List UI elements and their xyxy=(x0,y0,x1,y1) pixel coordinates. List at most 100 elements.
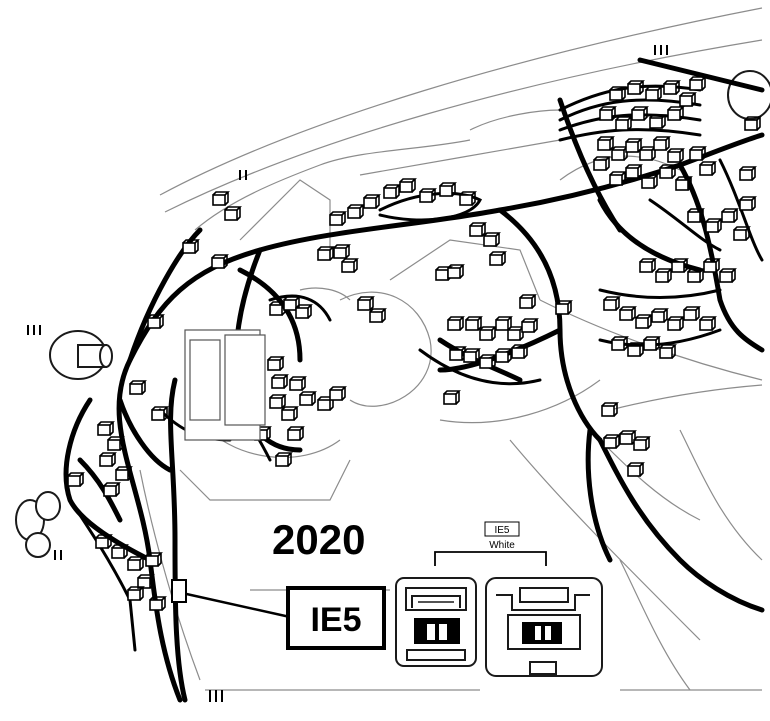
harness-connector-block xyxy=(111,547,125,559)
harness-connector-block xyxy=(649,117,663,129)
harness-connector-block xyxy=(611,339,625,351)
harness-connector-block xyxy=(721,211,735,223)
harness-connector-block xyxy=(129,383,143,395)
harness-connector-block xyxy=(699,164,713,176)
harness-connector-block xyxy=(651,311,665,323)
harness-connector-block xyxy=(211,257,225,269)
harness-connector-edge xyxy=(699,316,717,331)
harness-connector-block xyxy=(655,271,669,283)
harness-connector-edge xyxy=(733,226,751,241)
harness-connector-block xyxy=(645,89,659,101)
harness-connector-block xyxy=(317,249,331,261)
harness-connector-edge xyxy=(521,318,539,333)
harness-connector-block xyxy=(667,319,681,331)
connector-color: White xyxy=(489,540,515,551)
harness-connector-block xyxy=(659,167,673,179)
harness-connector-edge xyxy=(347,204,365,219)
harness-connector-edge xyxy=(631,106,649,121)
harness-connector-block xyxy=(329,389,343,401)
harness-connector-block xyxy=(705,221,719,233)
harness-connector-edge xyxy=(651,308,669,323)
harness-connector-edge xyxy=(127,556,145,571)
harness-connector-block xyxy=(511,347,525,359)
harness-connector-edge xyxy=(182,239,200,254)
harness-connector-edge xyxy=(271,374,289,389)
harness-connector-edge xyxy=(603,434,621,449)
connector-tag-code: IE5 xyxy=(494,525,509,536)
harness-connector-edge xyxy=(639,258,657,273)
harness-connector-block xyxy=(347,207,361,219)
harness-connector-block xyxy=(689,149,703,161)
harness-connector-edge xyxy=(649,114,667,129)
harness-connector-edge xyxy=(289,376,307,391)
harness-connector-edge xyxy=(593,156,611,171)
harness-connector-edge xyxy=(609,86,627,101)
harness-connector-block xyxy=(619,433,633,445)
harness-connector-edge xyxy=(667,148,685,163)
harness-connector-edge xyxy=(443,390,461,405)
harness-connector-block xyxy=(719,271,733,283)
harness-connector-edge xyxy=(603,296,621,311)
harness-connector-block xyxy=(593,159,607,171)
harness-connector-block xyxy=(469,225,483,237)
harness-connector-block xyxy=(107,439,121,451)
harness-connector-block xyxy=(67,475,81,487)
harness-connector-block xyxy=(699,319,713,331)
harness-connector-block xyxy=(619,309,633,321)
harness-connector-edge xyxy=(329,386,347,401)
harness-connector-edge xyxy=(645,86,663,101)
harness-connector-edge xyxy=(295,304,313,319)
harness-connector-block xyxy=(555,303,569,315)
harness-connector-block xyxy=(703,261,717,273)
harness-connector-block xyxy=(357,299,371,311)
harness-connector-block xyxy=(419,191,433,203)
harness-connector-block xyxy=(271,377,285,389)
harness-connector-block xyxy=(267,359,281,371)
left-junction-block xyxy=(184,329,266,441)
harness-connector-block xyxy=(627,465,641,477)
harness-connector-edge xyxy=(99,452,117,467)
harness-connector-block xyxy=(639,149,653,161)
harness-connector-block xyxy=(317,399,331,411)
harness-connector-block xyxy=(182,242,196,254)
harness-connector-block xyxy=(601,405,615,417)
connector-tag: IE5 White xyxy=(434,521,547,566)
harness-connector-block xyxy=(269,304,283,316)
harness-connector-edge xyxy=(269,394,287,409)
harness-connector-block xyxy=(744,119,758,131)
harness-connector-edge xyxy=(519,294,537,309)
harness-connector-edge xyxy=(103,482,121,497)
harness-connector-edge xyxy=(659,164,677,179)
harness-connector-edge xyxy=(739,196,757,211)
harness-connector-edge xyxy=(744,116,762,131)
harness-connector-edge xyxy=(317,246,335,261)
harness-connector-edge xyxy=(599,106,617,121)
harness-connector-block xyxy=(667,109,681,121)
harness-connector-block xyxy=(611,149,625,161)
harness-connector-block xyxy=(283,299,297,311)
harness-connector-edge xyxy=(115,466,133,481)
harness-connector-block xyxy=(449,349,463,361)
harness-connector-block xyxy=(683,309,697,321)
harness-connector-block xyxy=(299,394,313,406)
harness-connector-edge xyxy=(703,258,721,273)
harness-connector-block xyxy=(97,424,111,436)
harness-connector-block xyxy=(733,229,747,241)
harness-connector-edge xyxy=(671,258,689,273)
harness-connector-edge xyxy=(399,178,417,193)
harness-connector-edge xyxy=(469,222,487,237)
harness-connector-edge xyxy=(111,544,129,559)
harness-connector-edge xyxy=(224,206,242,221)
harness-connector-edge xyxy=(267,356,285,371)
harness-connector-edge xyxy=(495,348,513,363)
harness-connector-edge xyxy=(739,166,757,181)
harness-connector-block xyxy=(519,297,533,309)
harness-connector-block xyxy=(137,577,151,589)
harness-connector-edge xyxy=(459,191,477,206)
harness-connector-block xyxy=(447,267,461,279)
harness-connector-block xyxy=(287,429,301,441)
harness-connector-edge xyxy=(465,316,483,331)
harness-connector-block xyxy=(465,319,479,331)
harness-connector-edge xyxy=(705,218,723,233)
